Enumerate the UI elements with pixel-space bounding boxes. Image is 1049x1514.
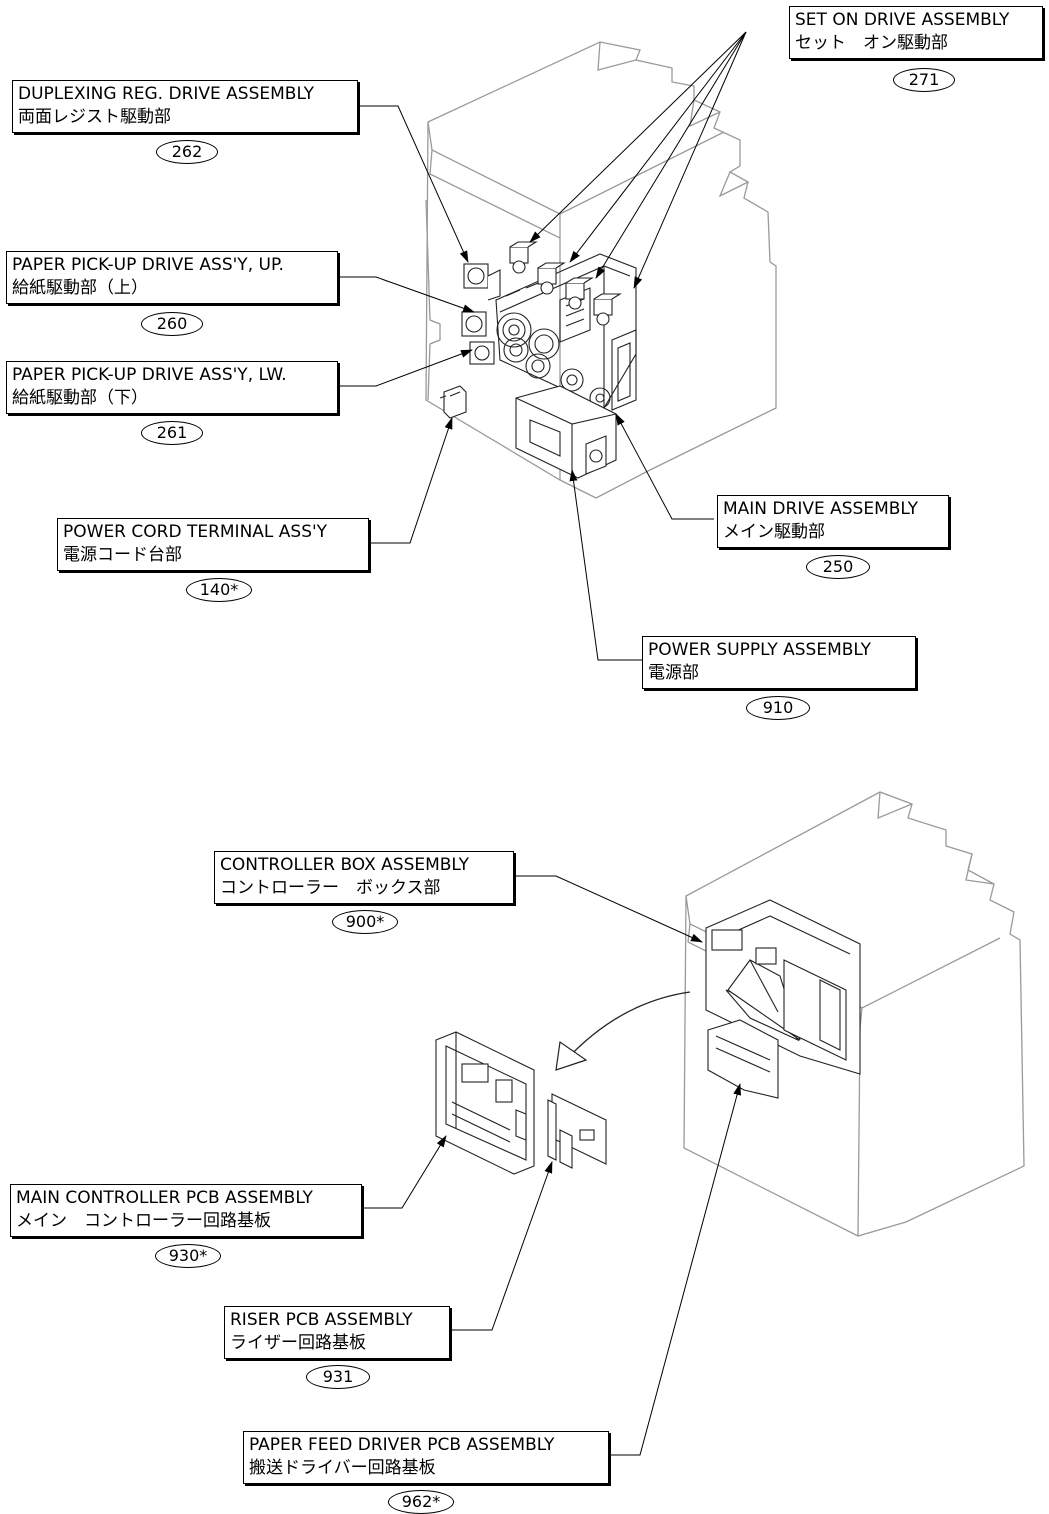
removal-arrow [565,991,691,1061]
paper-pickup-drive-lw-label-jp: 給紙駆動部（下） [12,388,148,408]
set-on-drive-label: SET ON DRIVE ASSEMBLY セット オン駆動部 [789,6,1043,59]
controller-box-label: CONTROLLER BOX ASSEMBLY コントローラー ボックス部 [214,851,514,904]
paper-pickup-drive-lw-label-en: PAPER PICK-UP DRIVE ASS'Y, LW. [12,365,287,385]
main-controller-pcb-part [435,1031,535,1175]
power-supply-part [515,385,617,479]
main-drive-ref: 250 [806,555,870,579]
paper-feed-driver-pcb-ref: 962* [388,1490,454,1514]
main-drive-label: MAIN DRIVE ASSEMBLY メイン駆動部 [717,495,949,548]
removal-arrowhead [555,1040,588,1071]
paper-feed-driver-pcb-label-en: PAPER FEED DRIVER PCB ASSEMBLY [249,1435,555,1455]
paper-pickup-drive-up-label-en: PAPER PICK-UP DRIVE ASS'Y, UP. [12,255,284,275]
paper-feed-driver-pcb-label: PAPER FEED DRIVER PCB ASSEMBLY 搬送ドライバー回路… [243,1431,609,1484]
paper-pickup-drive-up-ref: 260 [141,312,203,336]
power-cord-terminal-label: POWER CORD TERMINAL ASS'Y 電源コード台部 [57,518,369,571]
paper-pickup-drive-lw-ref: 261 [141,421,203,445]
riser-pcb-part [547,1093,607,1169]
power-cord-terminal-label-en: POWER CORD TERMINAL ASS'Y [63,522,328,542]
set-on-drive-label-jp: セット オン駆動部 [795,33,948,53]
main-drive-label-jp: メイン駆動部 [723,522,825,542]
riser-pcb-label-jp: ライザー回路基板 [230,1333,366,1353]
duplexing-reg-drive-label-en: DUPLEXING REG. DRIVE ASSEMBLY [18,84,315,104]
paper-pickup-drive-lw-label: PAPER PICK-UP DRIVE ASS'Y, LW. 給紙駆動部（下） [6,361,338,414]
power-supply-label-jp: 電源部 [648,663,699,683]
main-controller-pcb-label-jp: メイン コントローラー回路基板 [16,1211,271,1231]
main-controller-pcb-label-en: MAIN CONTROLLER PCB ASSEMBLY [16,1188,313,1208]
power-supply-label-en: POWER SUPPLY ASSEMBLY [648,640,872,660]
printer-body-upper [425,41,777,499]
duplexing-reg-drive-ref: 262 [156,140,218,164]
power-cord-terminal-ref: 140* [186,578,252,602]
set-on-drive-motors [509,241,622,326]
set-on-drive-label-en: SET ON DRIVE ASSEMBLY [795,10,1010,30]
riser-pcb-ref: 931 [306,1365,370,1389]
power-supply-ref: 910 [746,696,810,720]
power-cord-terminal-label-jp: 電源コード台部 [63,545,182,565]
power-cord-terminal-part [439,385,467,419]
paper-pickup-drive-up-label-jp: 給紙駆動部（上） [12,278,148,298]
main-drive-frame [495,253,637,411]
power-supply-label: POWER SUPPLY ASSEMBLY 電源部 [642,636,916,689]
duplexing-reg-drive-label-jp: 両面レジスト駆動部 [18,107,171,127]
riser-pcb-label-en: RISER PCB ASSEMBLY [230,1310,413,1330]
duplexing-reg-drive-label: DUPLEXING REG. DRIVE ASSEMBLY 両面レジスト駆動部 [12,80,358,133]
main-controller-pcb-label: MAIN CONTROLLER PCB ASSEMBLY メイン コントローラー… [10,1184,362,1237]
main-controller-pcb-ref: 930* [155,1244,221,1268]
controller-box-ref: 900* [332,910,398,934]
paper-feed-driver-pcb-label-jp: 搬送ドライバー回路基板 [249,1458,436,1478]
main-drive-label-en: MAIN DRIVE ASSEMBLY [723,499,919,519]
pickup-drive-motors [461,263,501,365]
controller-box-label-en: CONTROLLER BOX ASSEMBLY [220,855,470,875]
leader-lines [336,31,747,1456]
controller-box-label-jp: コントローラー ボックス部 [220,878,441,898]
riser-pcb-label: RISER PCB ASSEMBLY ライザー回路基板 [224,1306,450,1359]
controller-box-part [705,899,861,1099]
set-on-drive-ref: 271 [893,68,955,92]
paper-pickup-drive-up-label: PAPER PICK-UP DRIVE ASS'Y, UP. 給紙駆動部（上） [6,251,338,304]
